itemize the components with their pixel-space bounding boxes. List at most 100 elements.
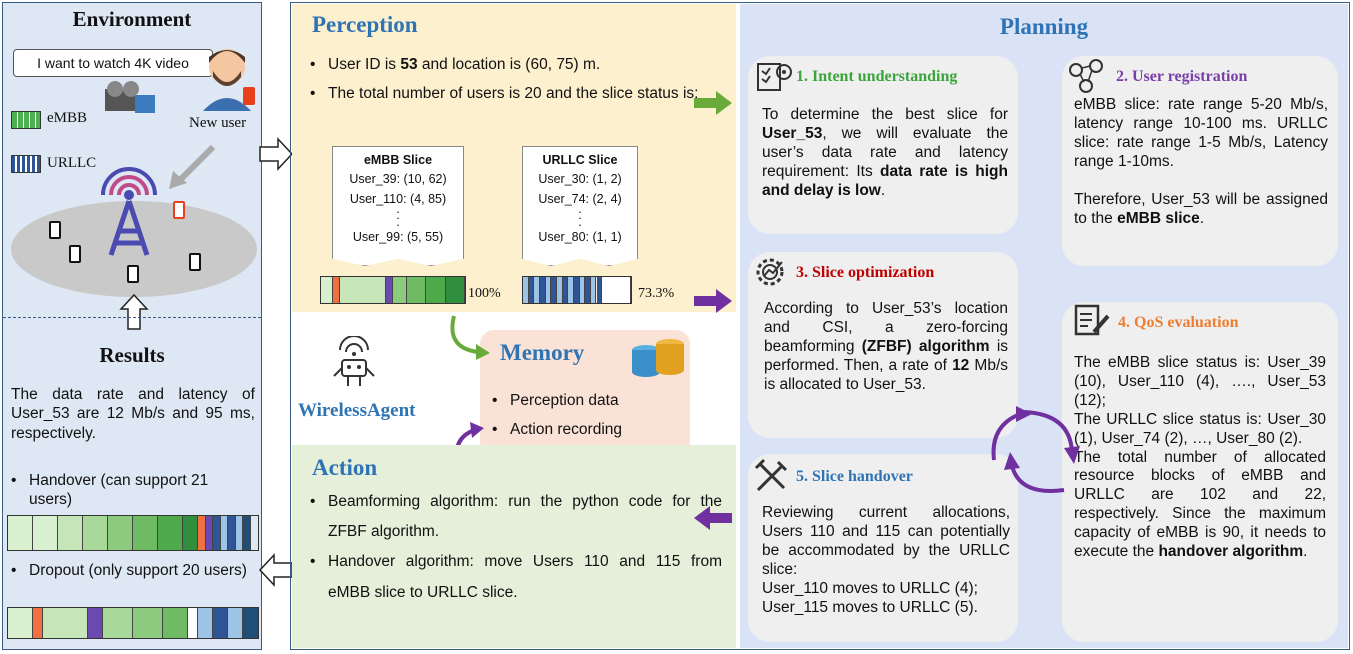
right-arrow-icon (259, 137, 294, 171)
slice-handover-card: 5. Slice handover Reviewing current allo… (748, 454, 1018, 642)
resource-block (446, 277, 465, 303)
urllc-usage-percent: 73.3% (638, 286, 675, 301)
memory-item: Action recording (484, 415, 684, 445)
resource-block (596, 277, 603, 303)
phone-icon-new (173, 201, 185, 219)
up-arrow-icon (119, 293, 149, 330)
resource-block (58, 516, 83, 550)
dropout-resource-bar (7, 607, 259, 639)
resource-block (228, 516, 236, 550)
slice-optimization-card: 3. Slice optimization According to User_… (748, 252, 1018, 438)
resource-block (43, 608, 88, 638)
environment-title: Environment (72, 7, 192, 31)
slice-handover-text: Reviewing current allocations, Users 110… (762, 504, 1010, 616)
phone-icon (189, 253, 201, 271)
planning-title: Planning (999, 14, 1089, 39)
perception-bullet-1: User ID is 53 and location is (60, 75) m… (302, 50, 722, 80)
resource-block (213, 608, 228, 638)
resource-block (585, 277, 591, 303)
embb-row: User_110: (4, 85) (349, 191, 447, 206)
resource-block (83, 516, 108, 550)
report-edit-icon (1074, 304, 1110, 336)
resource-block (158, 516, 183, 550)
resource-block (163, 608, 188, 638)
phone-icon (49, 221, 61, 239)
urllc-row: User_30: (1, 2) (538, 172, 622, 187)
divider (3, 317, 261, 318)
resource-block (556, 277, 563, 303)
robot-icon (333, 336, 375, 386)
intent-understanding-card: 1. Intent understanding To determine the… (748, 56, 1018, 234)
urllc-row: User_74: (2, 4) (538, 191, 622, 206)
resource-block (602, 277, 631, 303)
intent-understanding-title: 1. Intent understanding (796, 68, 958, 85)
embb-legend-swatch (11, 111, 41, 129)
resource-block (133, 516, 158, 550)
resource-block (213, 516, 221, 550)
resource-block (407, 277, 427, 303)
qos-evaluation-text: The eMBB slice status is: User_39 (10), … (1074, 354, 1326, 561)
resource-block (8, 516, 33, 550)
memory-item: Perception data (484, 386, 684, 416)
qos-evaluation-card: 4. QoS evaluation The eMBB slice status … (1062, 302, 1338, 642)
resource-block (243, 608, 258, 638)
urllc-legend-swatch (11, 155, 41, 173)
resource-block (198, 516, 206, 550)
resource-block (551, 277, 557, 303)
perception-bullet-2: The total number of users is 20 and the … (302, 79, 722, 109)
resource-block (528, 277, 535, 303)
resource-block (228, 608, 243, 638)
resource-block (108, 516, 133, 550)
results-title: Results (99, 343, 165, 367)
resource-block (8, 608, 33, 638)
urllc-slice-title: URLLC Slice (542, 153, 618, 167)
phone-icon (69, 245, 81, 263)
resource-block (188, 608, 198, 638)
resource-block (545, 277, 552, 303)
video-icon (105, 81, 155, 113)
resource-block (568, 277, 574, 303)
embb-row: User_99: (5, 55) (352, 229, 444, 244)
left-arrow-icon (258, 553, 293, 587)
perception-to-memory-arrow (450, 315, 490, 360)
memory-panel: Memory Perception data Action recording (480, 330, 690, 456)
speech-bubble: I want to watch 4K video (13, 49, 213, 77)
resource-block (534, 277, 540, 303)
checklist-icon (757, 63, 792, 91)
resource-block (205, 516, 213, 550)
resource-block (235, 516, 243, 550)
resource-block (88, 608, 103, 638)
resource-block (33, 516, 58, 550)
results-summary: The data rate and latency of User_53 are… (11, 386, 255, 442)
perception-title: Perception (312, 12, 418, 37)
agent-name: WirelessAgent (298, 400, 416, 421)
perception-to-planning-arrow (694, 91, 732, 115)
resource-block (133, 608, 163, 638)
planning-to-action-arrow (694, 506, 732, 530)
perception-panel: Perception User ID is 53 and location is… (292, 4, 736, 312)
urllc-legend-label: URLLC (47, 155, 97, 171)
phone-icon (127, 265, 139, 283)
agent-frame (290, 2, 1350, 650)
resource-block (103, 608, 133, 638)
embb-usage-percent: 100% (468, 286, 501, 301)
gear-chart-icon (756, 258, 784, 286)
slice-optimization-text: According to User_53’s location and CSI,… (764, 300, 1009, 393)
resource-block (579, 277, 586, 303)
tools-icon (754, 458, 788, 492)
urllc-usage-bar (522, 276, 632, 304)
database-icon (632, 339, 684, 377)
new-user-label: New user (189, 115, 247, 131)
urllc-slice-card: URLLC Slice User_30: (1, 2) User_74: (2,… (522, 146, 638, 266)
resource-block (539, 277, 546, 303)
resource-block (183, 516, 198, 550)
intent-understanding-text: To determine the best slice for User_53,… (762, 106, 1008, 199)
embb-slice-card: eMBB Slice User_39: (10, 62) User_110: (… (332, 146, 464, 266)
user-avatar-icon (203, 49, 255, 111)
resource-block (220, 516, 228, 550)
user-registration-title: 2. User registration (1116, 68, 1248, 85)
resource-block (332, 277, 340, 303)
embb-row: User_39: (10, 62) (349, 172, 447, 187)
urllc-row: User_80: (1, 1) (538, 229, 622, 244)
embb-slice-title: eMBB Slice (363, 153, 433, 167)
